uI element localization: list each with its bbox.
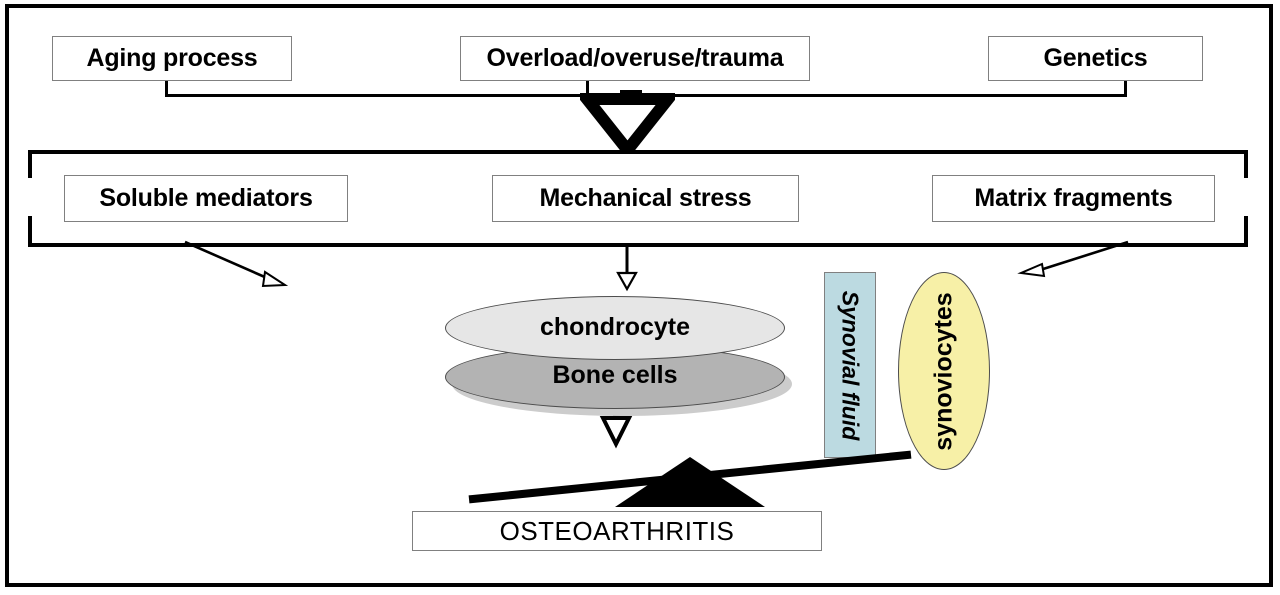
box-synovial-fluid[interactable]: Synovial fluid bbox=[824, 272, 876, 458]
box-aging-process-label: Aging process bbox=[86, 44, 258, 72]
box-genetics-label: Genetics bbox=[1043, 44, 1148, 72]
box-mechanical-stress-label: Mechanical stress bbox=[539, 184, 752, 212]
box-mechanical-stress[interactable]: Mechanical stress bbox=[492, 175, 799, 222]
box-genetics[interactable]: Genetics bbox=[988, 36, 1203, 81]
box-overload-overuse-trauma-label: Overload/overuse/trauma bbox=[486, 44, 784, 72]
ellipse-chondrocyte[interactable]: chondrocyte bbox=[445, 296, 785, 360]
ellipse-synoviocytes-label: synoviocytes bbox=[929, 291, 958, 451]
ellipse-synoviocytes[interactable]: synoviocytes bbox=[898, 272, 990, 470]
bracket-top-edge bbox=[28, 150, 1248, 154]
small-hollow-down-arrow-icon bbox=[616, 243, 638, 292]
box-osteoarthritis[interactable]: OSTEOARTHRITIS bbox=[412, 511, 822, 551]
hollow-down-arrow-icon bbox=[580, 90, 675, 152]
ellipse-chondrocyte-label: chondrocyte bbox=[539, 312, 691, 341]
diagonal-arrow-down-left-icon bbox=[1017, 240, 1129, 278]
box-matrix-fragments[interactable]: Matrix fragments bbox=[932, 175, 1215, 222]
box-overload-overuse-trauma[interactable]: Overload/overuse/trauma bbox=[460, 36, 810, 81]
box-synovial-fluid-label: Synovial fluid bbox=[837, 290, 864, 440]
box-aging-process[interactable]: Aging process bbox=[52, 36, 292, 81]
box-soluble-mediators[interactable]: Soluble mediators bbox=[64, 175, 348, 222]
connector-stub-overload bbox=[586, 81, 589, 96]
bracket-left-upper bbox=[28, 150, 32, 178]
bracket-left-lower bbox=[28, 216, 32, 247]
ellipse-bone-cells-label: Bone cells bbox=[552, 360, 678, 389]
outer-frame bbox=[5, 4, 1273, 587]
bracket-bottom-edge bbox=[28, 243, 1248, 247]
diagonal-arrow-down-right-icon bbox=[184, 240, 289, 288]
bracket-right-upper bbox=[1244, 150, 1248, 178]
box-osteoarthritis-label: OSTEOARTHRITIS bbox=[499, 515, 735, 546]
balance-scale-icon bbox=[468, 450, 912, 507]
connector-stub-genetics bbox=[1124, 81, 1127, 96]
box-matrix-fragments-label: Matrix fragments bbox=[974, 184, 1173, 212]
connector-stub-aging bbox=[165, 81, 168, 96]
bracket-right-lower bbox=[1244, 216, 1248, 247]
box-soluble-mediators-label: Soluble mediators bbox=[99, 184, 313, 212]
